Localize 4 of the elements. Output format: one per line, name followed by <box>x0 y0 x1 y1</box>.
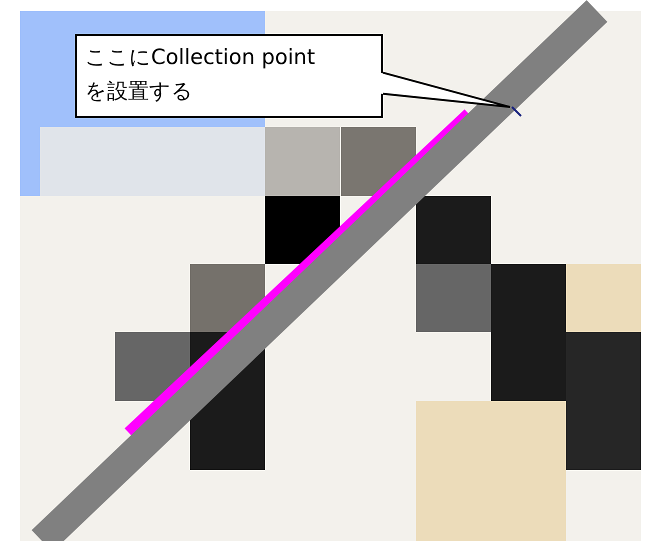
tick-mark <box>510 105 523 118</box>
callout-pointer <box>382 72 511 108</box>
callout-text: ここにCollection pointを設置する <box>85 44 316 105</box>
callout-box <box>75 34 383 118</box>
